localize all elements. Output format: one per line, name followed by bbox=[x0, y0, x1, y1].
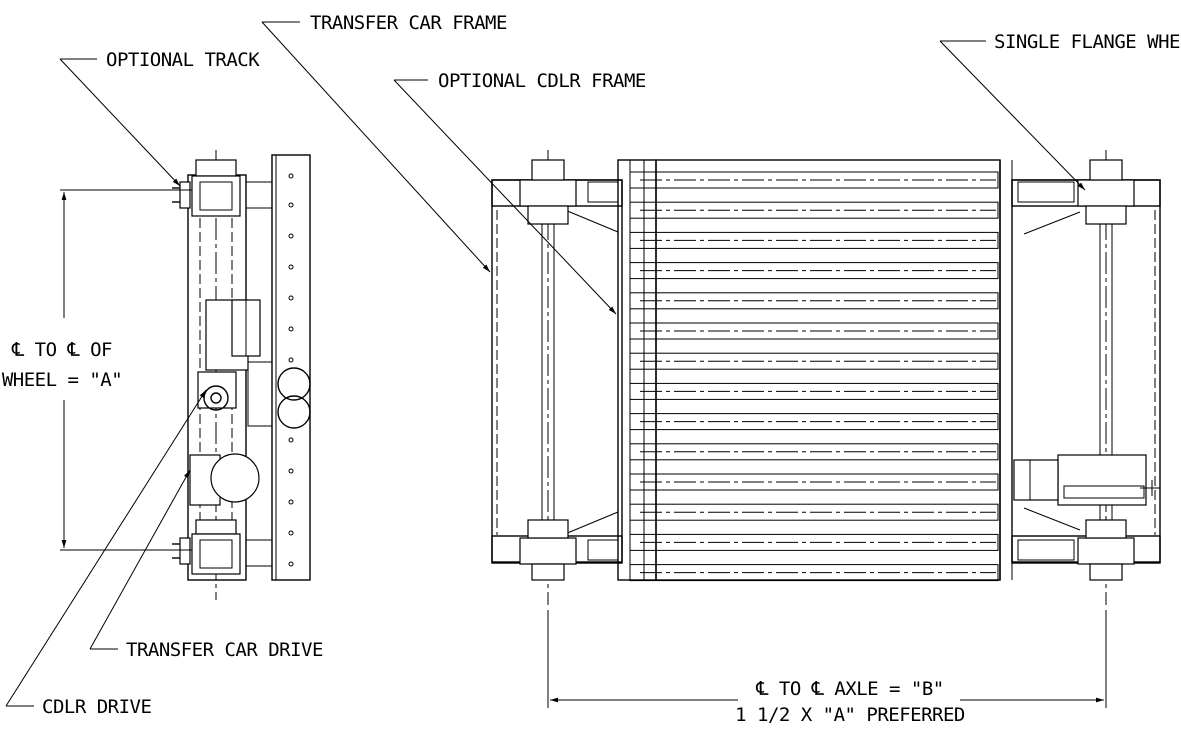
roller bbox=[629, 413, 999, 431]
roller bbox=[629, 503, 999, 521]
label-cdlr-drive: CDLR DRIVE bbox=[42, 696, 151, 718]
side-plate-holes bbox=[288, 173, 294, 567]
roller bbox=[629, 382, 999, 400]
label-optional-track: OPTIONAL TRACK bbox=[106, 49, 260, 71]
roller bbox=[629, 443, 999, 461]
roller bbox=[629, 473, 999, 491]
side-view bbox=[60, 150, 311, 600]
leaders bbox=[5, 21, 1086, 707]
roller bbox=[629, 231, 999, 249]
roller bbox=[629, 292, 999, 310]
axle-dimension-line1: ℄ TO ℄ AXLE = "B" bbox=[755, 678, 943, 700]
wheel-dimension-line2: WHEEL = "A" bbox=[2, 369, 122, 391]
rollers bbox=[629, 171, 999, 582]
label-transfer-car-drive: TRANSFER CAR DRIVE bbox=[126, 639, 323, 661]
label-optional-cdlr-frame: OPTIONAL CDLR FRAME bbox=[438, 70, 646, 92]
roller bbox=[629, 322, 999, 340]
roller bbox=[629, 171, 999, 189]
axle-dimension-line2: 1 1/2 X "A" PREFERRED bbox=[735, 704, 965, 726]
label-single-flange-wheel: SINGLE FLANGE WHEEL bbox=[994, 31, 1181, 53]
plan-view bbox=[491, 150, 1161, 708]
roller bbox=[629, 201, 999, 219]
roller bbox=[629, 533, 999, 551]
wheel-dimension-line1: ℄ TO ℄ OF bbox=[11, 339, 112, 361]
roller bbox=[629, 564, 999, 582]
label-transfer-car-frame: TRANSFER CAR FRAME bbox=[310, 12, 507, 34]
roller bbox=[629, 262, 999, 280]
roller bbox=[629, 352, 999, 370]
